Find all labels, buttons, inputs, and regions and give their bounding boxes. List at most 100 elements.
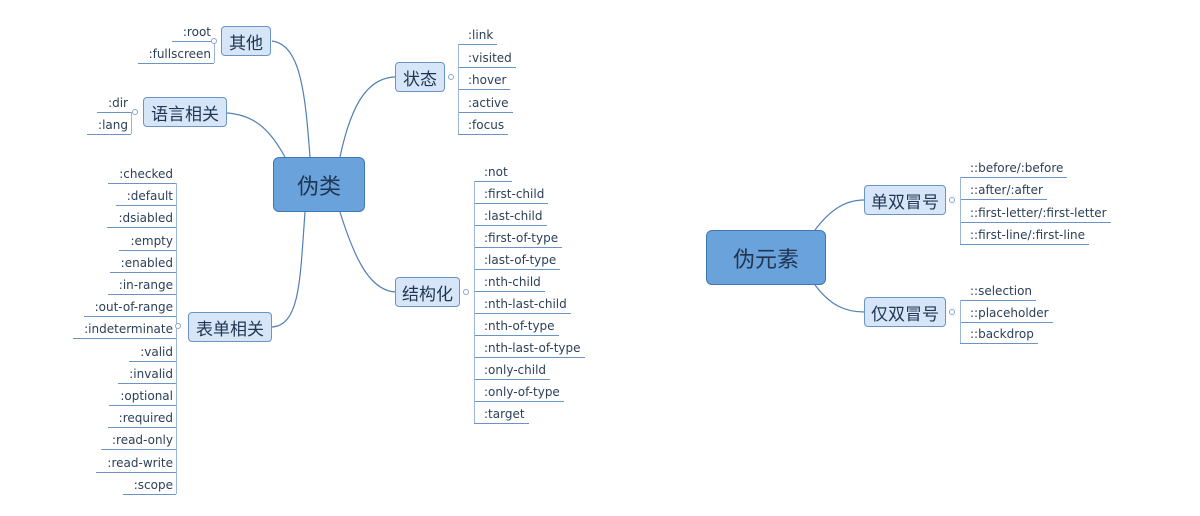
leaf-underline [474, 291, 545, 292]
leaf-item[interactable]: :read-only [111, 433, 173, 448]
leaf-item[interactable]: :invalid [129, 366, 173, 381]
collapse-toggle-icon[interactable] [949, 197, 955, 203]
leaf-underline [458, 111, 513, 113]
branch-node-structure[interactable]: 结构化 [395, 277, 460, 307]
leaf-underline [119, 249, 176, 251]
leaf-underline [960, 321, 1053, 323]
leaf-item[interactable]: ::after/:after [970, 183, 1043, 198]
leaf-item[interactable]: :focus [468, 118, 505, 132]
leaf-item[interactable]: :empty [130, 233, 173, 248]
leaf-underline [171, 41, 214, 42]
leaf-item[interactable]: :only-child [484, 363, 547, 377]
leaf-item[interactable]: ::placeholder [970, 305, 1049, 320]
leaf-item[interactable]: :enabled [120, 255, 173, 270]
leaf-underline [960, 300, 1037, 301]
leaf-bracket [458, 44, 459, 134]
branch-node-state[interactable]: 状态 [395, 62, 445, 92]
leaf-item[interactable]: :nth-last-child [484, 297, 567, 311]
branch-node-double-colon[interactable]: 单双冒号 [864, 185, 946, 215]
leaf-item[interactable]: :target [484, 407, 525, 421]
leaf-item[interactable]: :required [118, 411, 173, 426]
leaf-item[interactable]: :nth-of-type [484, 319, 555, 333]
leaf-item[interactable]: :nth-child [484, 275, 541, 289]
leaf-item[interactable]: :root [182, 25, 211, 39]
leaf-item[interactable]: :default [126, 189, 173, 204]
leaf-item[interactable]: :first-child [484, 187, 545, 201]
leaf-item[interactable]: :hover [468, 73, 507, 87]
leaf-item[interactable]: :valid [140, 344, 173, 359]
branch-label: 仅双冒号 [871, 304, 939, 325]
leaf-underline [474, 203, 549, 204]
leaf-item[interactable]: :active [468, 95, 509, 110]
leaf-item[interactable]: :checked [119, 167, 173, 181]
collapse-toggle-icon[interactable] [175, 323, 181, 329]
leaf-item[interactable]: :link [468, 28, 494, 42]
leaf-bracket [960, 300, 961, 343]
leaf-item[interactable]: ::first-letter/:first-letter [970, 205, 1107, 220]
leaf-item[interactable]: :out-of-range [94, 300, 173, 315]
leaf-item[interactable]: :only-of-type [484, 385, 560, 399]
leaf-item[interactable]: :scope [133, 477, 173, 492]
root-node-pseudo-element[interactable]: 伪元素 [706, 230, 826, 285]
collapse-toggle-icon[interactable] [463, 289, 469, 295]
collapse-toggle-icon[interactable] [132, 109, 138, 115]
collapse-toggle-icon[interactable] [448, 74, 454, 80]
leaf-underline [474, 379, 551, 380]
leaf-underline [107, 294, 176, 295]
leaf-underline [474, 269, 561, 270]
leaf-item[interactable]: :visited [468, 50, 512, 65]
leaf-item[interactable]: :last-of-type [484, 253, 557, 267]
leaf-bracket [214, 41, 215, 63]
leaf-underline [474, 313, 571, 314]
branch-node-lang[interactable]: 语言相关 [143, 97, 227, 127]
leaf-bracket [960, 177, 961, 244]
branch-label: 结构化 [402, 284, 453, 305]
leaf-underline [960, 243, 1090, 245]
branch-node-double-only[interactable]: 仅双冒号 [864, 297, 946, 327]
leaf-underline [73, 338, 176, 340]
leaf-item[interactable]: :lang [98, 118, 128, 132]
leaf-underline [458, 66, 516, 68]
leaf-underline [474, 225, 547, 226]
leaf-item[interactable]: :optional [120, 389, 173, 403]
root-node-label: 伪类 [296, 174, 341, 200]
leaf-underline [129, 360, 176, 362]
collapse-toggle-icon[interactable] [211, 38, 217, 44]
leaf-item[interactable]: :dir [108, 96, 128, 110]
branch-node-form[interactable]: 表单相关 [188, 312, 272, 342]
branch-label: 单双冒号 [871, 192, 939, 213]
leaf-underline [83, 316, 176, 318]
leaf-item[interactable]: :fullscreen [148, 47, 211, 61]
leaf-item[interactable]: ::selection [970, 284, 1033, 298]
leaf-item[interactable]: ::before/:before [970, 161, 1064, 175]
branch-node-other[interactable]: 其他 [221, 26, 271, 56]
leaf-item[interactable]: ::backdrop [970, 327, 1034, 341]
collapse-toggle-icon[interactable] [949, 309, 955, 315]
leaf-underline [474, 247, 563, 248]
leaf-item[interactable]: :last-child [484, 209, 543, 223]
leaf-underline [474, 423, 529, 424]
leaf-underline [137, 63, 214, 64]
branch-label: 状态 [403, 69, 437, 90]
root-node-pseudo-class[interactable]: 伪类 [273, 157, 365, 212]
leaf-bracket [474, 181, 475, 423]
branch-label: 表单相关 [196, 319, 264, 340]
leaf-underline [122, 493, 176, 495]
leaf-underline [115, 205, 176, 207]
leaf-item[interactable]: :indeterminate [84, 322, 173, 337]
leaf-bracket [131, 112, 132, 134]
leaf-underline [100, 449, 176, 451]
leaf-item[interactable]: :read-write [107, 455, 173, 470]
leaf-item[interactable]: :first-of-type [484, 231, 559, 245]
leaf-underline [458, 44, 498, 45]
leaf-item[interactable]: :dsiabled [118, 211, 173, 226]
leaf-item[interactable]: :not [484, 165, 508, 179]
leaf-underline [960, 343, 1038, 344]
branch-label: 其他 [229, 33, 263, 54]
leaf-item[interactable]: :nth-last-of-type [484, 341, 581, 355]
leaf-underline [109, 405, 176, 406]
leaf-item[interactable]: :in-range [118, 278, 173, 292]
leaf-underline [109, 271, 176, 273]
branch-label: 语言相关 [151, 104, 219, 125]
leaf-item[interactable]: ::first-line/:first-line [970, 227, 1086, 242]
